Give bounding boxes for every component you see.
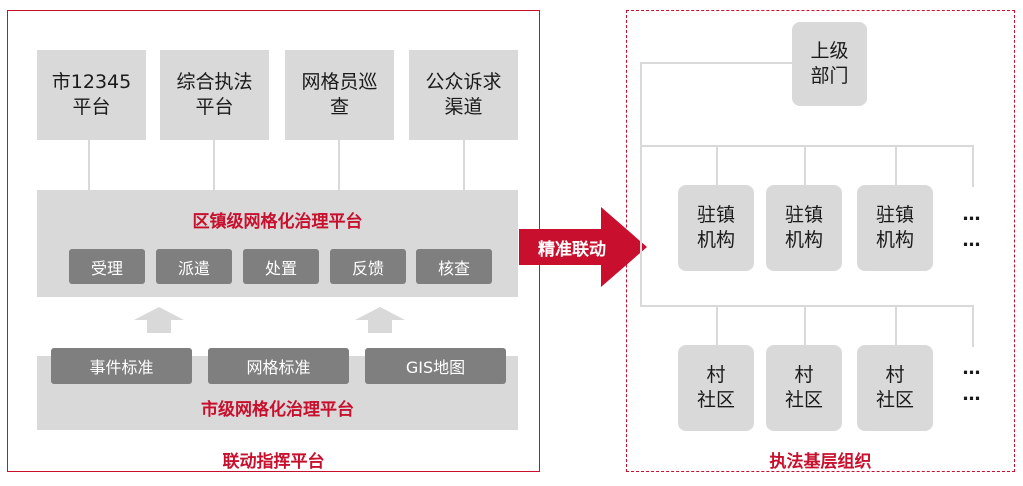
standard-chip-event: 事件标准 xyxy=(51,348,192,384)
node-label: 驻镇 机构 xyxy=(784,204,823,251)
tree-drop-line xyxy=(716,305,718,347)
grassroots-org-label: 执法基层组织 xyxy=(769,451,872,472)
step-chip-handle: 处置 xyxy=(243,249,319,284)
tree-drop-line xyxy=(895,145,897,187)
more-town-ellipsis: … … xyxy=(950,198,994,258)
command-platform-label: 联动指挥平台 xyxy=(222,451,325,472)
connector-line xyxy=(213,140,215,190)
village-community-node: 村 社区 xyxy=(857,345,933,431)
node-label: 村 社区 xyxy=(784,364,823,411)
tree-drop-line xyxy=(804,145,806,187)
connector-line xyxy=(463,140,465,190)
town-agency-node: 驻镇 机构 xyxy=(857,185,933,271)
source-label: 公众诉求 渠道 xyxy=(425,71,502,118)
node-label: 驻镇 机构 xyxy=(875,204,914,251)
tree-drop-line xyxy=(972,305,974,347)
ellipsis-label: … … xyxy=(962,358,982,405)
tree-drop-line xyxy=(972,145,974,187)
source-label: 网格员巡 查 xyxy=(301,71,378,118)
node-label: 村 社区 xyxy=(875,364,914,411)
connector-line xyxy=(88,140,90,190)
town-agency-node: 驻镇 机构 xyxy=(766,185,842,271)
tree-drop-line xyxy=(804,305,806,347)
source-box-enforcement: 综合执法 平台 xyxy=(160,50,269,140)
tree-branch-line xyxy=(640,62,792,64)
standard-chip-grid: 网格标准 xyxy=(208,348,349,384)
up-arrow-icon xyxy=(134,307,184,333)
source-box-12345: 市12345 平台 xyxy=(37,50,146,140)
node-label: 上级 部门 xyxy=(810,40,849,87)
city-platform-title: 市级网格化治理平台 xyxy=(201,399,354,420)
link-arrow-label: 精准联动 xyxy=(538,239,606,260)
source-label: 市12345 平台 xyxy=(51,71,132,118)
tree-trunk-line xyxy=(640,62,642,306)
source-label: 综合执法 平台 xyxy=(176,71,253,118)
grassroots-org-frame xyxy=(626,10,1015,472)
source-box-grid-patrol: 网格员巡 查 xyxy=(285,50,394,140)
standard-chip-gis: GIS地图 xyxy=(365,348,506,384)
source-box-public-appeal: 公众诉求 渠道 xyxy=(409,50,518,140)
more-village-ellipsis: … … xyxy=(950,352,994,412)
step-chip-dispatch: 派遣 xyxy=(156,249,232,284)
link-arrow-icon xyxy=(519,207,647,287)
tree-drop-line xyxy=(716,145,718,187)
node-label: 驻镇 机构 xyxy=(696,204,735,251)
step-chip-verify: 核查 xyxy=(416,249,492,284)
tree-drop-line xyxy=(895,305,897,347)
node-label: 村 社区 xyxy=(696,364,735,411)
district-platform-title: 区镇级网格化治理平台 xyxy=(192,211,363,232)
tree-branch-line xyxy=(640,305,974,307)
village-community-node: 村 社区 xyxy=(766,345,842,431)
superior-department-node: 上级 部门 xyxy=(792,22,867,106)
step-chip-accept: 受理 xyxy=(69,249,145,284)
town-agency-node: 驻镇 机构 xyxy=(678,185,754,271)
step-chip-feedback: 反馈 xyxy=(330,249,406,284)
village-community-node: 村 社区 xyxy=(678,345,754,431)
ellipsis-label: … … xyxy=(962,204,982,251)
up-arrow-icon xyxy=(355,307,405,333)
tree-branch-line xyxy=(640,145,974,147)
connector-line xyxy=(338,140,340,190)
